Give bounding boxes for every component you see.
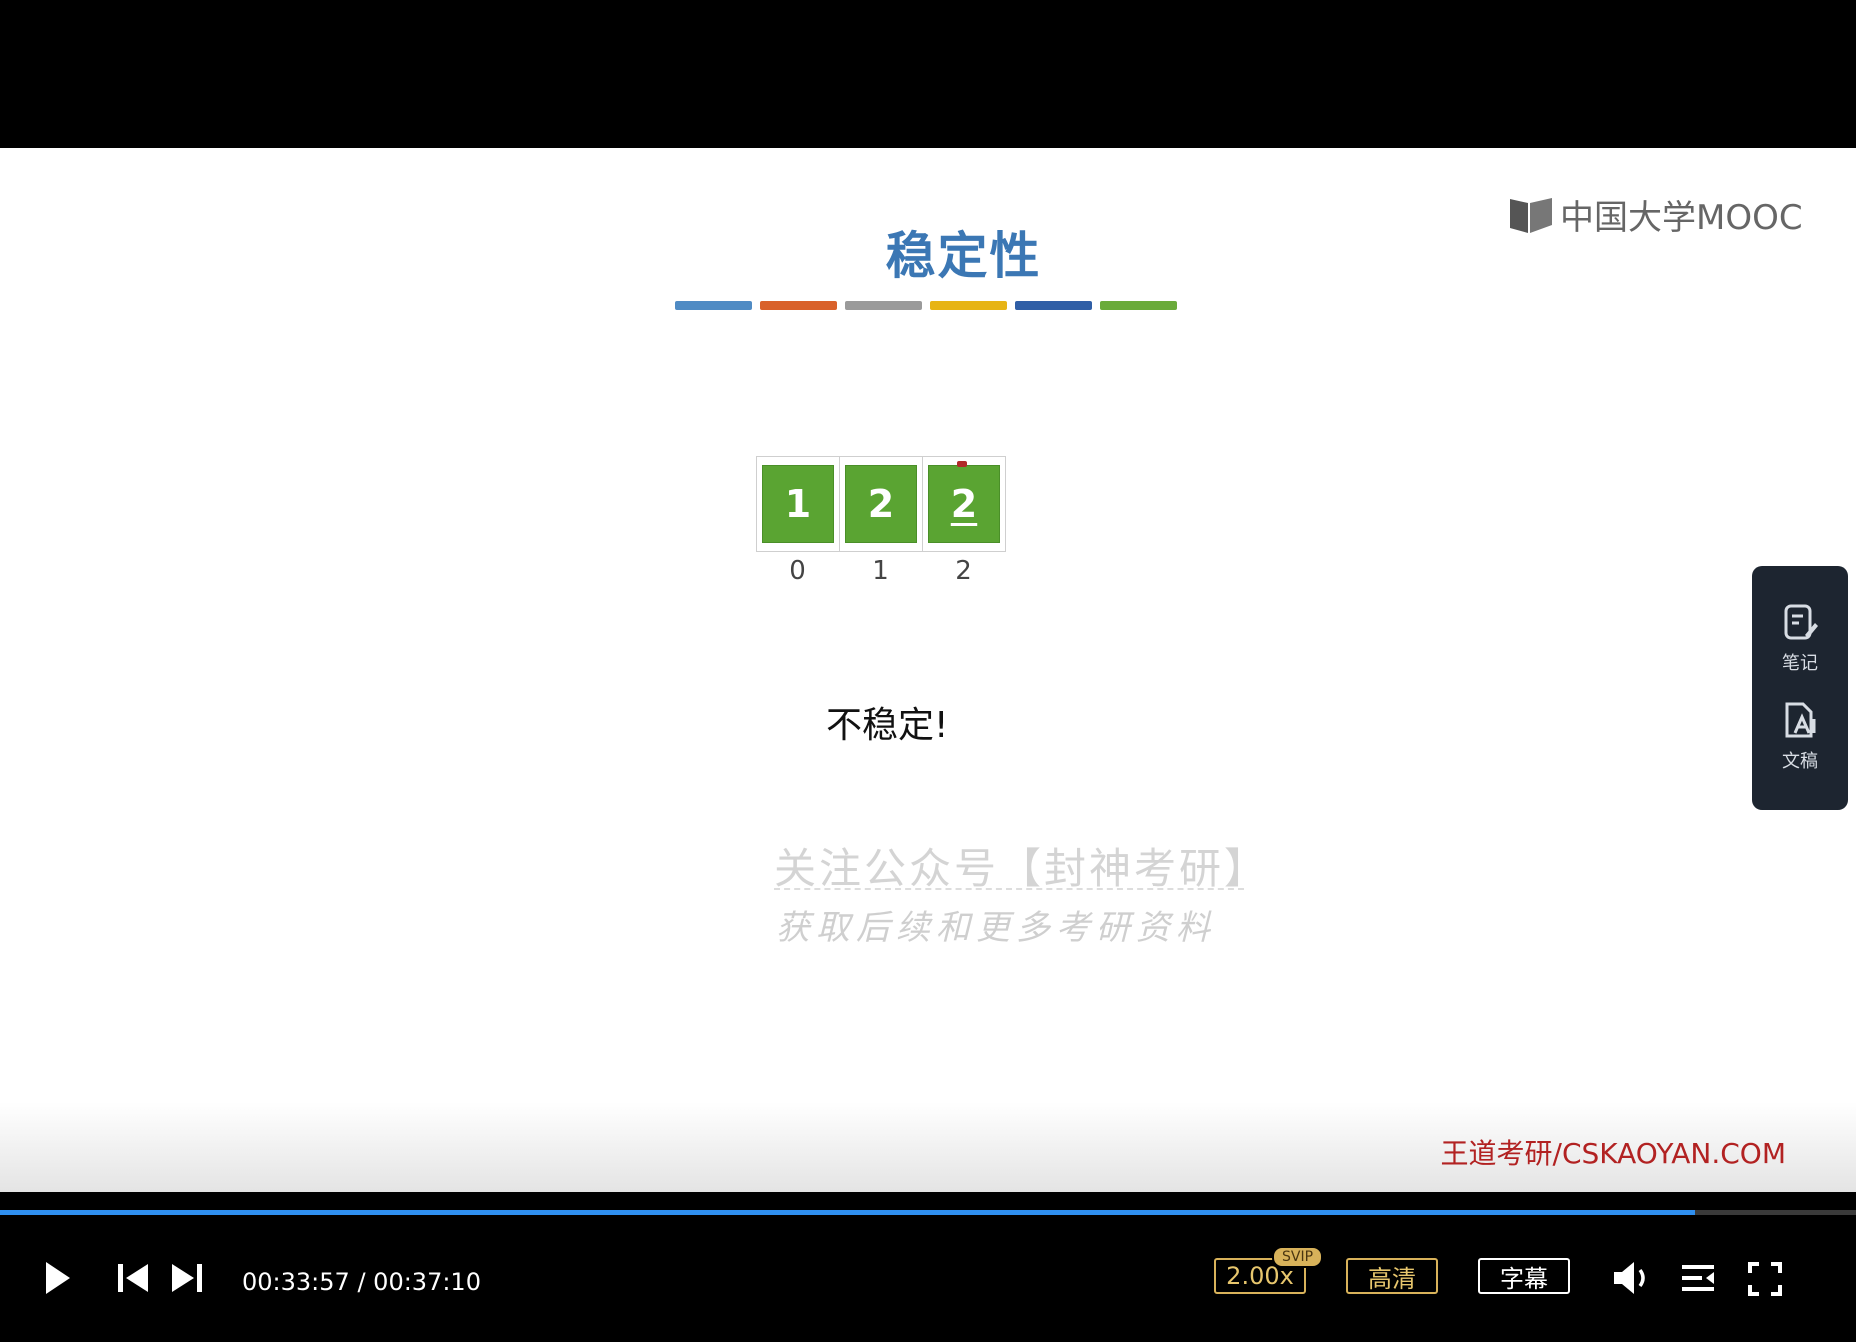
fullscreen-icon[interactable] [1748, 1262, 1782, 1296]
play-icon[interactable] [42, 1260, 72, 1296]
array-cell-value: 2 [845, 465, 917, 543]
array-cell: 2 [840, 457, 923, 551]
notes-icon [1784, 604, 1818, 640]
notes-button[interactable]: 笔记 [1781, 603, 1819, 675]
time-separator: / [357, 1268, 366, 1296]
watermark-divider [774, 888, 1244, 890]
player-controls: 00:33:57 / 00:37:10 2.00x SVIP 高清 字幕 [0, 1192, 1856, 1342]
previous-icon[interactable] [116, 1262, 150, 1294]
mooc-logo: 中国大学MOOC [1508, 190, 1803, 239]
array-cell: 2 [923, 457, 1005, 551]
title-color-bar [845, 301, 922, 310]
top-black-bar [0, 0, 1856, 148]
pointer-marker [957, 461, 967, 467]
progress-bar[interactable] [0, 1210, 1856, 1215]
array-index: 2 [955, 556, 972, 586]
progress-fill [0, 1210, 1695, 1215]
title-color-bar [1100, 301, 1177, 310]
volume-icon[interactable] [1612, 1260, 1654, 1296]
array-cell: 1 [757, 457, 840, 551]
notes-label: 笔记 [1782, 653, 1818, 674]
array-index: 1 [872, 556, 889, 586]
title-color-bar [760, 301, 837, 310]
subtitle-button[interactable]: 字幕 [1478, 1258, 1570, 1294]
title-color-bar [930, 301, 1007, 310]
next-icon[interactable] [170, 1262, 204, 1294]
title-color-bar [1015, 301, 1092, 310]
playlist-icon[interactable] [1680, 1262, 1716, 1294]
current-time: 00:33:57 [242, 1268, 350, 1296]
time-display: 00:33:57 / 00:37:10 [242, 1268, 481, 1296]
mooc-book-icon [1510, 197, 1552, 233]
array-cell-value-underlined: 2 [928, 465, 1000, 543]
title-color-bars [675, 301, 1177, 310]
transcript-label: 文稿 [1782, 751, 1818, 772]
transcript-icon [1785, 702, 1816, 738]
slide-bottom-fade [0, 1102, 1856, 1192]
array-cell-value: 1 [762, 465, 834, 543]
watermark-line-1: 关注公众号【封神考研】 [774, 844, 1270, 893]
transcript-button[interactable]: 文稿 [1781, 701, 1819, 773]
watermark-line-2: 获取后续和更多考研资料 [776, 908, 1216, 948]
title-color-bar [675, 301, 752, 310]
side-tool-panel: 笔记 文稿 [1752, 566, 1848, 810]
mooc-logo-text: 中国大学MOOC [1560, 198, 1803, 238]
verdict-text: 不稳定! [826, 705, 949, 746]
brand-text: 王道考研/CSKAOYAN.COM [1440, 1137, 1786, 1170]
svip-badge: SVIP [1272, 1246, 1324, 1268]
video-frame[interactable]: 中国大学MOOC 稳定性 1 2 2 0 1 2 不稳定! 关注公众号【封神考研… [0, 148, 1856, 1192]
array-index: 0 [789, 556, 806, 586]
slide-title: 稳定性 [885, 227, 1042, 285]
array-diagram: 1 2 2 [756, 456, 1006, 552]
quality-button[interactable]: 高清 [1346, 1258, 1438, 1294]
duration: 00:37:10 [373, 1268, 481, 1296]
array-indices: 0 1 2 [756, 556, 1005, 586]
